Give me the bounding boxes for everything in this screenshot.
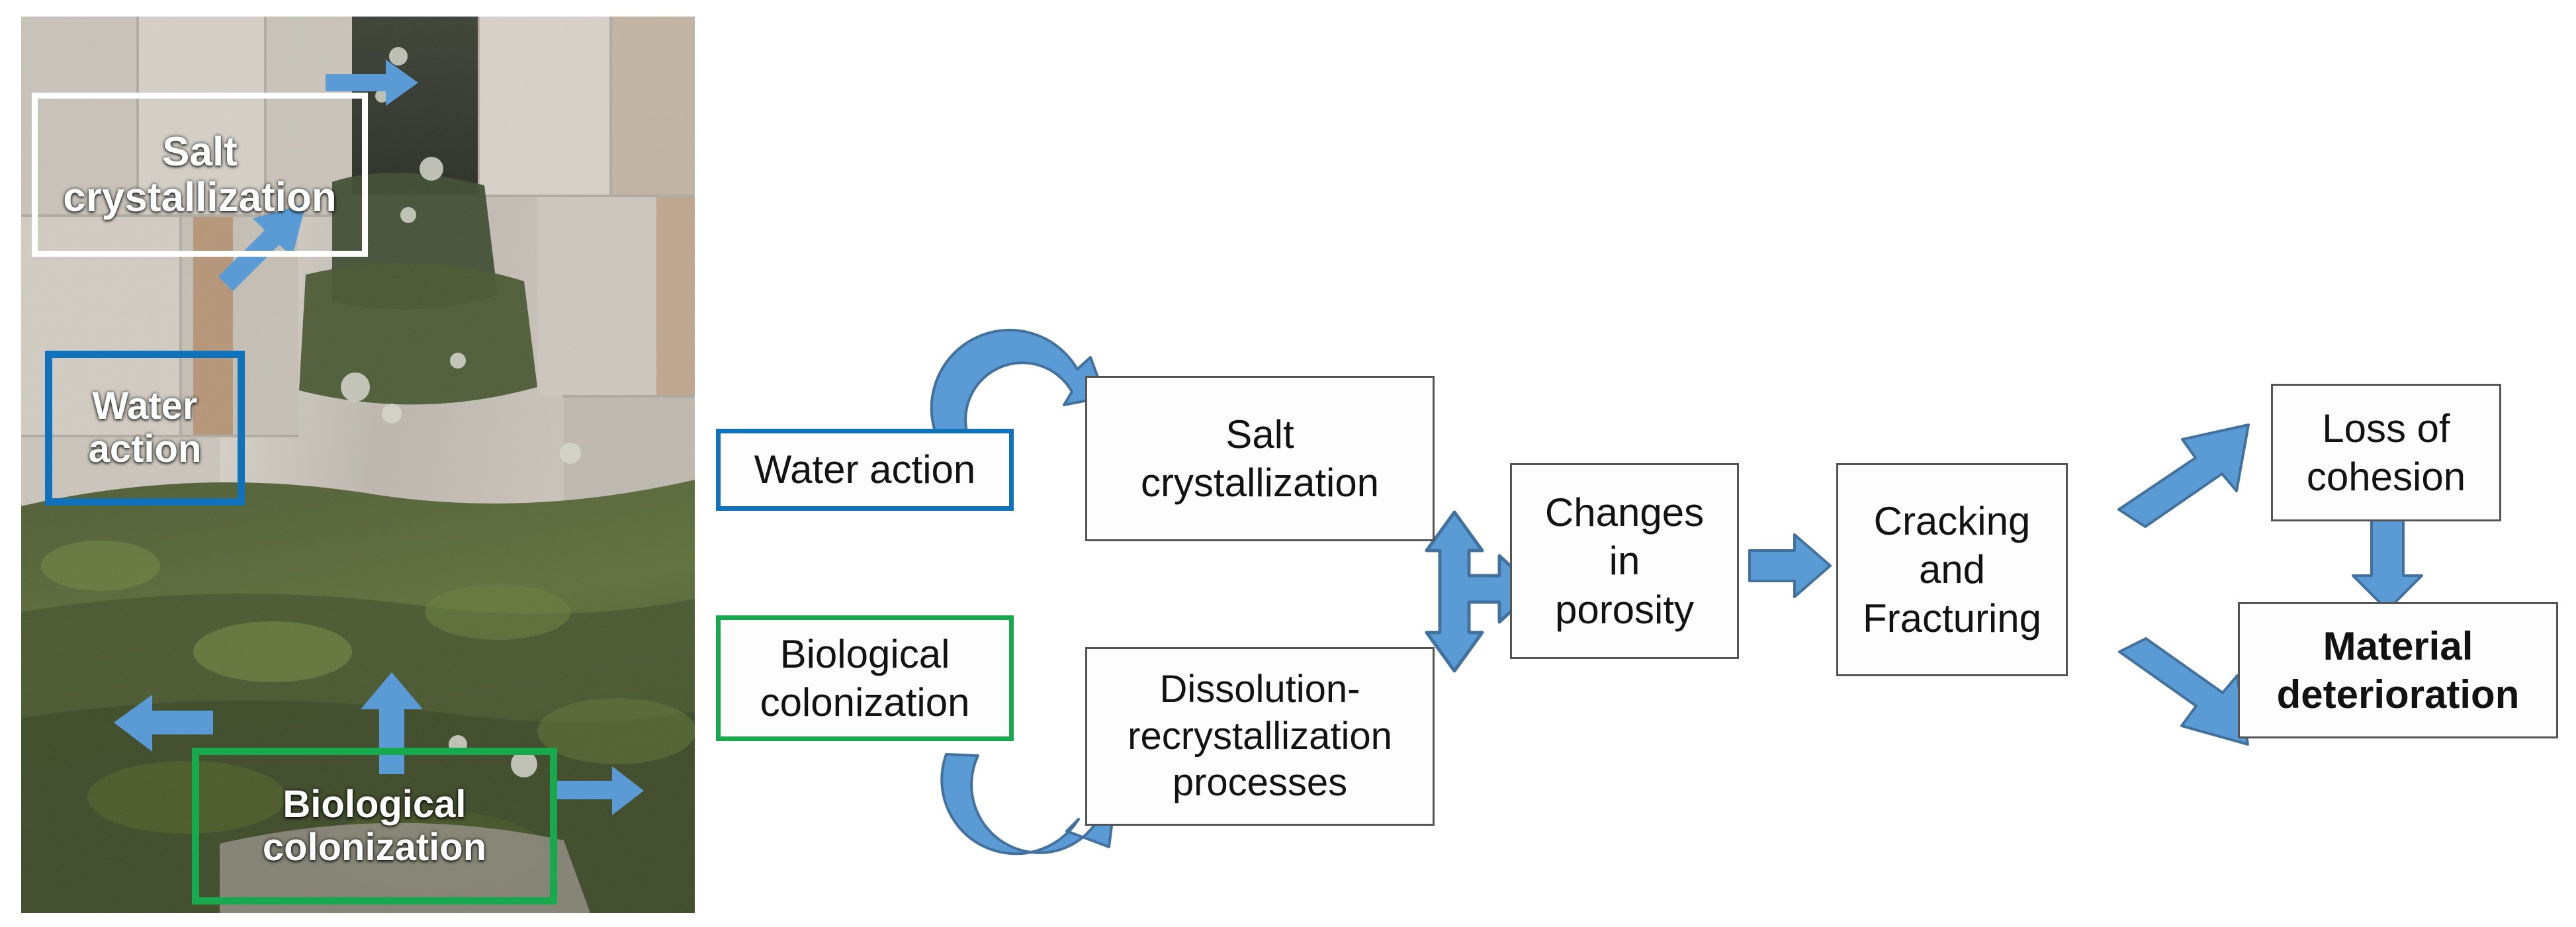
edge-loss-to-material-arrow-icon [2352,519,2423,611]
edge-cracking-to-material-arrow-icon [2118,637,2249,746]
masonry-photo [21,17,695,913]
node-water-action-label: Water action [754,447,976,492]
photo-arrow-salt-right-icon [326,60,418,106]
photo-arrow-bio-left-icon [114,695,213,752]
node-water-action[interactable]: Water action [716,429,1014,511]
edge-cracking-to-loss-arrow-icon [2117,423,2250,528]
photo-arrow-water-upright-icon [218,204,306,291]
photo-arrow-bio-right-icon [556,766,644,815]
edge-water-to-salt-curved-arrow-icon [930,328,1106,443]
edge-porosity-to-cracking-arrow-icon [1748,533,1832,598]
photo-arrow-bio-up-icon [361,672,423,774]
